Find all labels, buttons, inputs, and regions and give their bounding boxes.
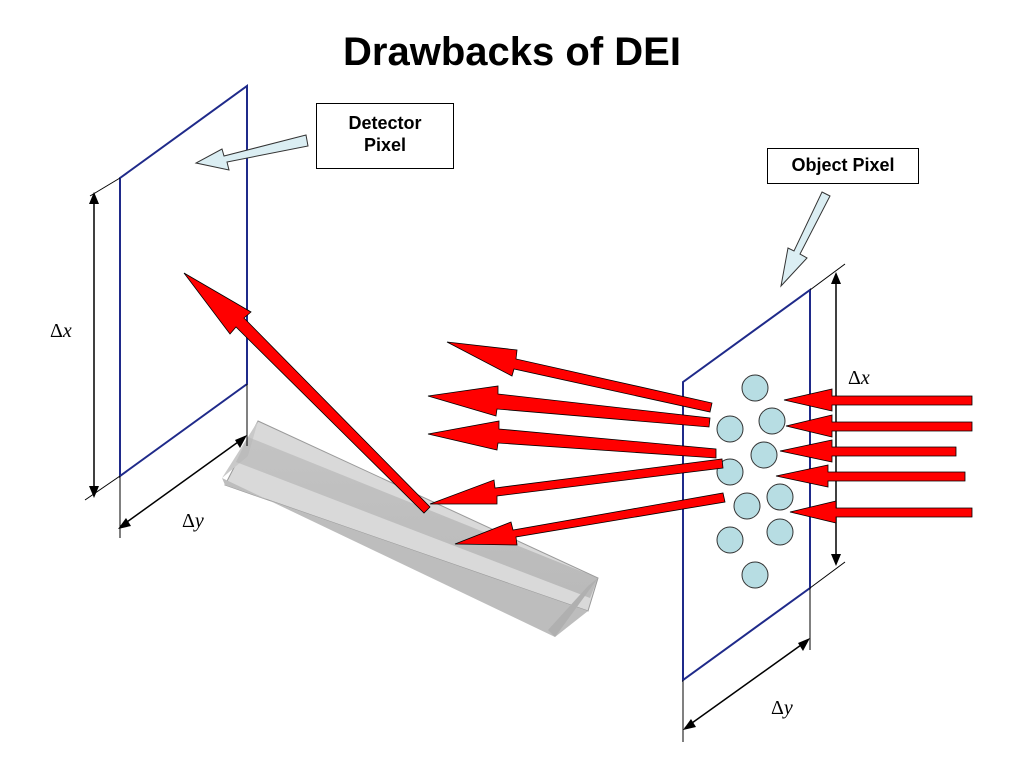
object-delta-y-label: Δy: [771, 697, 793, 719]
analyzer-crystal: [222, 420, 599, 637]
detector-pixel-callout: Detector Pixel: [316, 103, 454, 169]
particle: [766, 483, 794, 511]
particle: [716, 458, 744, 486]
object-callout-label: Object Pixel: [791, 155, 895, 175]
particle: [758, 407, 786, 435]
object-callout-arrow: [780, 191, 831, 288]
scattered-beam: [454, 492, 726, 546]
scattered-beam: [429, 458, 724, 505]
scatter-particles: [716, 374, 794, 589]
reflected-beam: [183, 272, 431, 514]
scattered-beam: [427, 420, 717, 459]
incident-beams: [775, 388, 973, 524]
detector-callout-line1: Detector: [348, 113, 422, 133]
particle: [716, 526, 744, 554]
incident-beam: [789, 500, 973, 524]
particle: [733, 492, 761, 520]
object-dimension-y: [683, 638, 810, 730]
particle: [716, 415, 744, 443]
incident-beam: [779, 439, 957, 463]
detector-callout-line2: Pixel: [363, 135, 407, 155]
detector-callout-arrow: [194, 134, 309, 171]
detector-dimension-x: [89, 192, 99, 498]
slide-title: Drawbacks of DEI: [343, 30, 681, 74]
particle: [750, 441, 778, 469]
object-pixel-frame: [682, 263, 846, 742]
incident-beam: [775, 464, 966, 488]
scattered-beam: [427, 385, 711, 428]
object-delta-x-label: Δx: [848, 367, 870, 389]
particle: [741, 561, 769, 589]
particle: [741, 374, 769, 402]
incident-beam: [783, 388, 973, 412]
detector-delta-x-label: Δx: [50, 320, 72, 342]
particle: [766, 518, 794, 546]
detector-dimension-y: [118, 435, 247, 529]
incident-beam: [785, 414, 973, 438]
scattered-beams: [427, 341, 726, 546]
scattered-beam: [446, 341, 713, 413]
detector-delta-y-label: Δy: [182, 510, 204, 532]
object-pixel-callout: Object Pixel: [767, 148, 919, 184]
